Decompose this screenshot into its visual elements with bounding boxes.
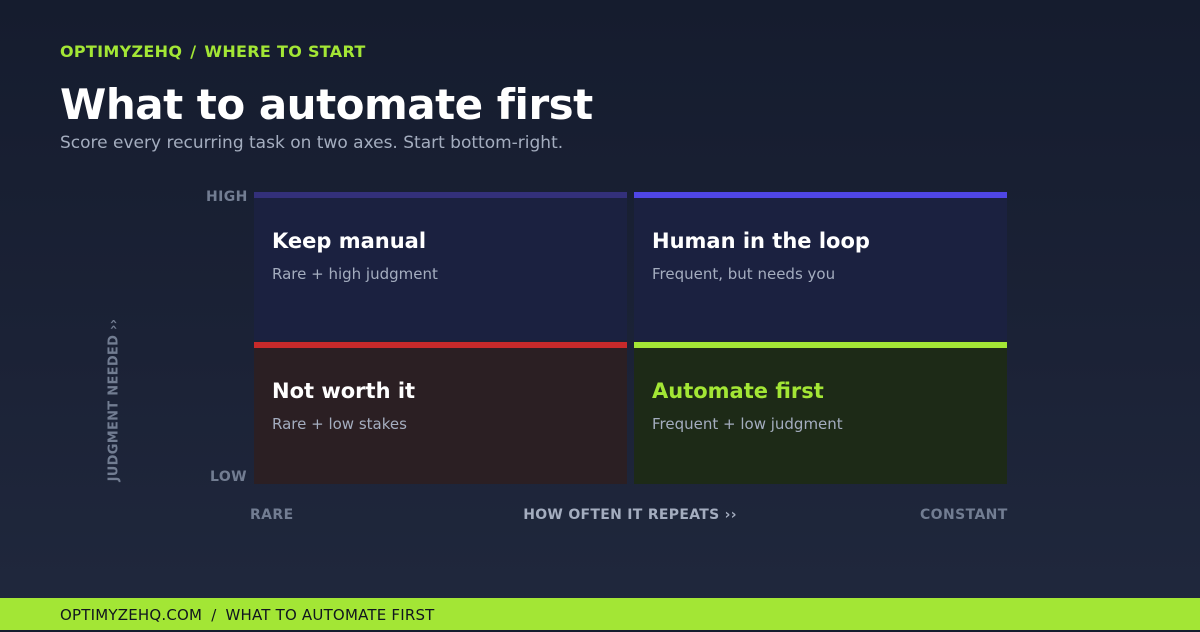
quadrant-title: Not worth it <box>272 379 416 403</box>
breadcrumb-brand: OPTIMYZEHQ <box>60 42 183 61</box>
footer-bar: OPTIMYZEHQ.COM / WHAT TO AUTOMATE FIRST <box>0 598 1200 630</box>
quadrant-description: Frequent, but needs you <box>652 265 836 283</box>
quadrant-description: Rare + high judgment <box>272 265 438 283</box>
quadrant-description: Frequent + low judgment <box>652 415 843 433</box>
quadrant-not-worth-it: Not worth it Rare + low stakes <box>254 342 627 484</box>
y-axis-low-label: LOW <box>210 469 247 485</box>
quadrant-title: Automate first <box>652 379 824 403</box>
x-axis-label: HOW OFTEN IT REPEATS ›› <box>523 507 737 523</box>
page-subtitle: Score every recurring task on two axes. … <box>60 133 564 153</box>
y-axis-label: JUDGMENT NEEDED ›› <box>106 318 122 482</box>
quadrant-human-in-the-loop: Human in the loop Frequent, but needs yo… <box>634 192 1007 340</box>
quadrant-title: Human in the loop <box>652 229 870 253</box>
breadcrumb-section: WHERE TO START <box>204 42 366 61</box>
y-axis-high-label: HIGH <box>206 189 248 205</box>
quadrant-description: Rare + low stakes <box>272 415 407 433</box>
x-axis-high-label: CONSTANT <box>920 507 1008 523</box>
page-title: What to automate first <box>60 80 593 129</box>
breadcrumb-separator: / <box>190 42 197 61</box>
quadrant-title: Keep manual <box>272 229 427 253</box>
quadrant-keep-manual: Keep manual Rare + high judgment <box>254 192 627 340</box>
footer-page: WHAT TO AUTOMATE FIRST <box>225 606 435 624</box>
quadrant-automate-first: Automate first Frequent + low judgment <box>634 342 1007 484</box>
breadcrumb: OPTIMYZEHQ / WHERE TO START <box>60 42 366 61</box>
footer-separator: / <box>211 606 217 624</box>
footer-site: OPTIMYZEHQ.COM <box>60 606 203 624</box>
x-axis-low-label: RARE <box>250 507 294 523</box>
